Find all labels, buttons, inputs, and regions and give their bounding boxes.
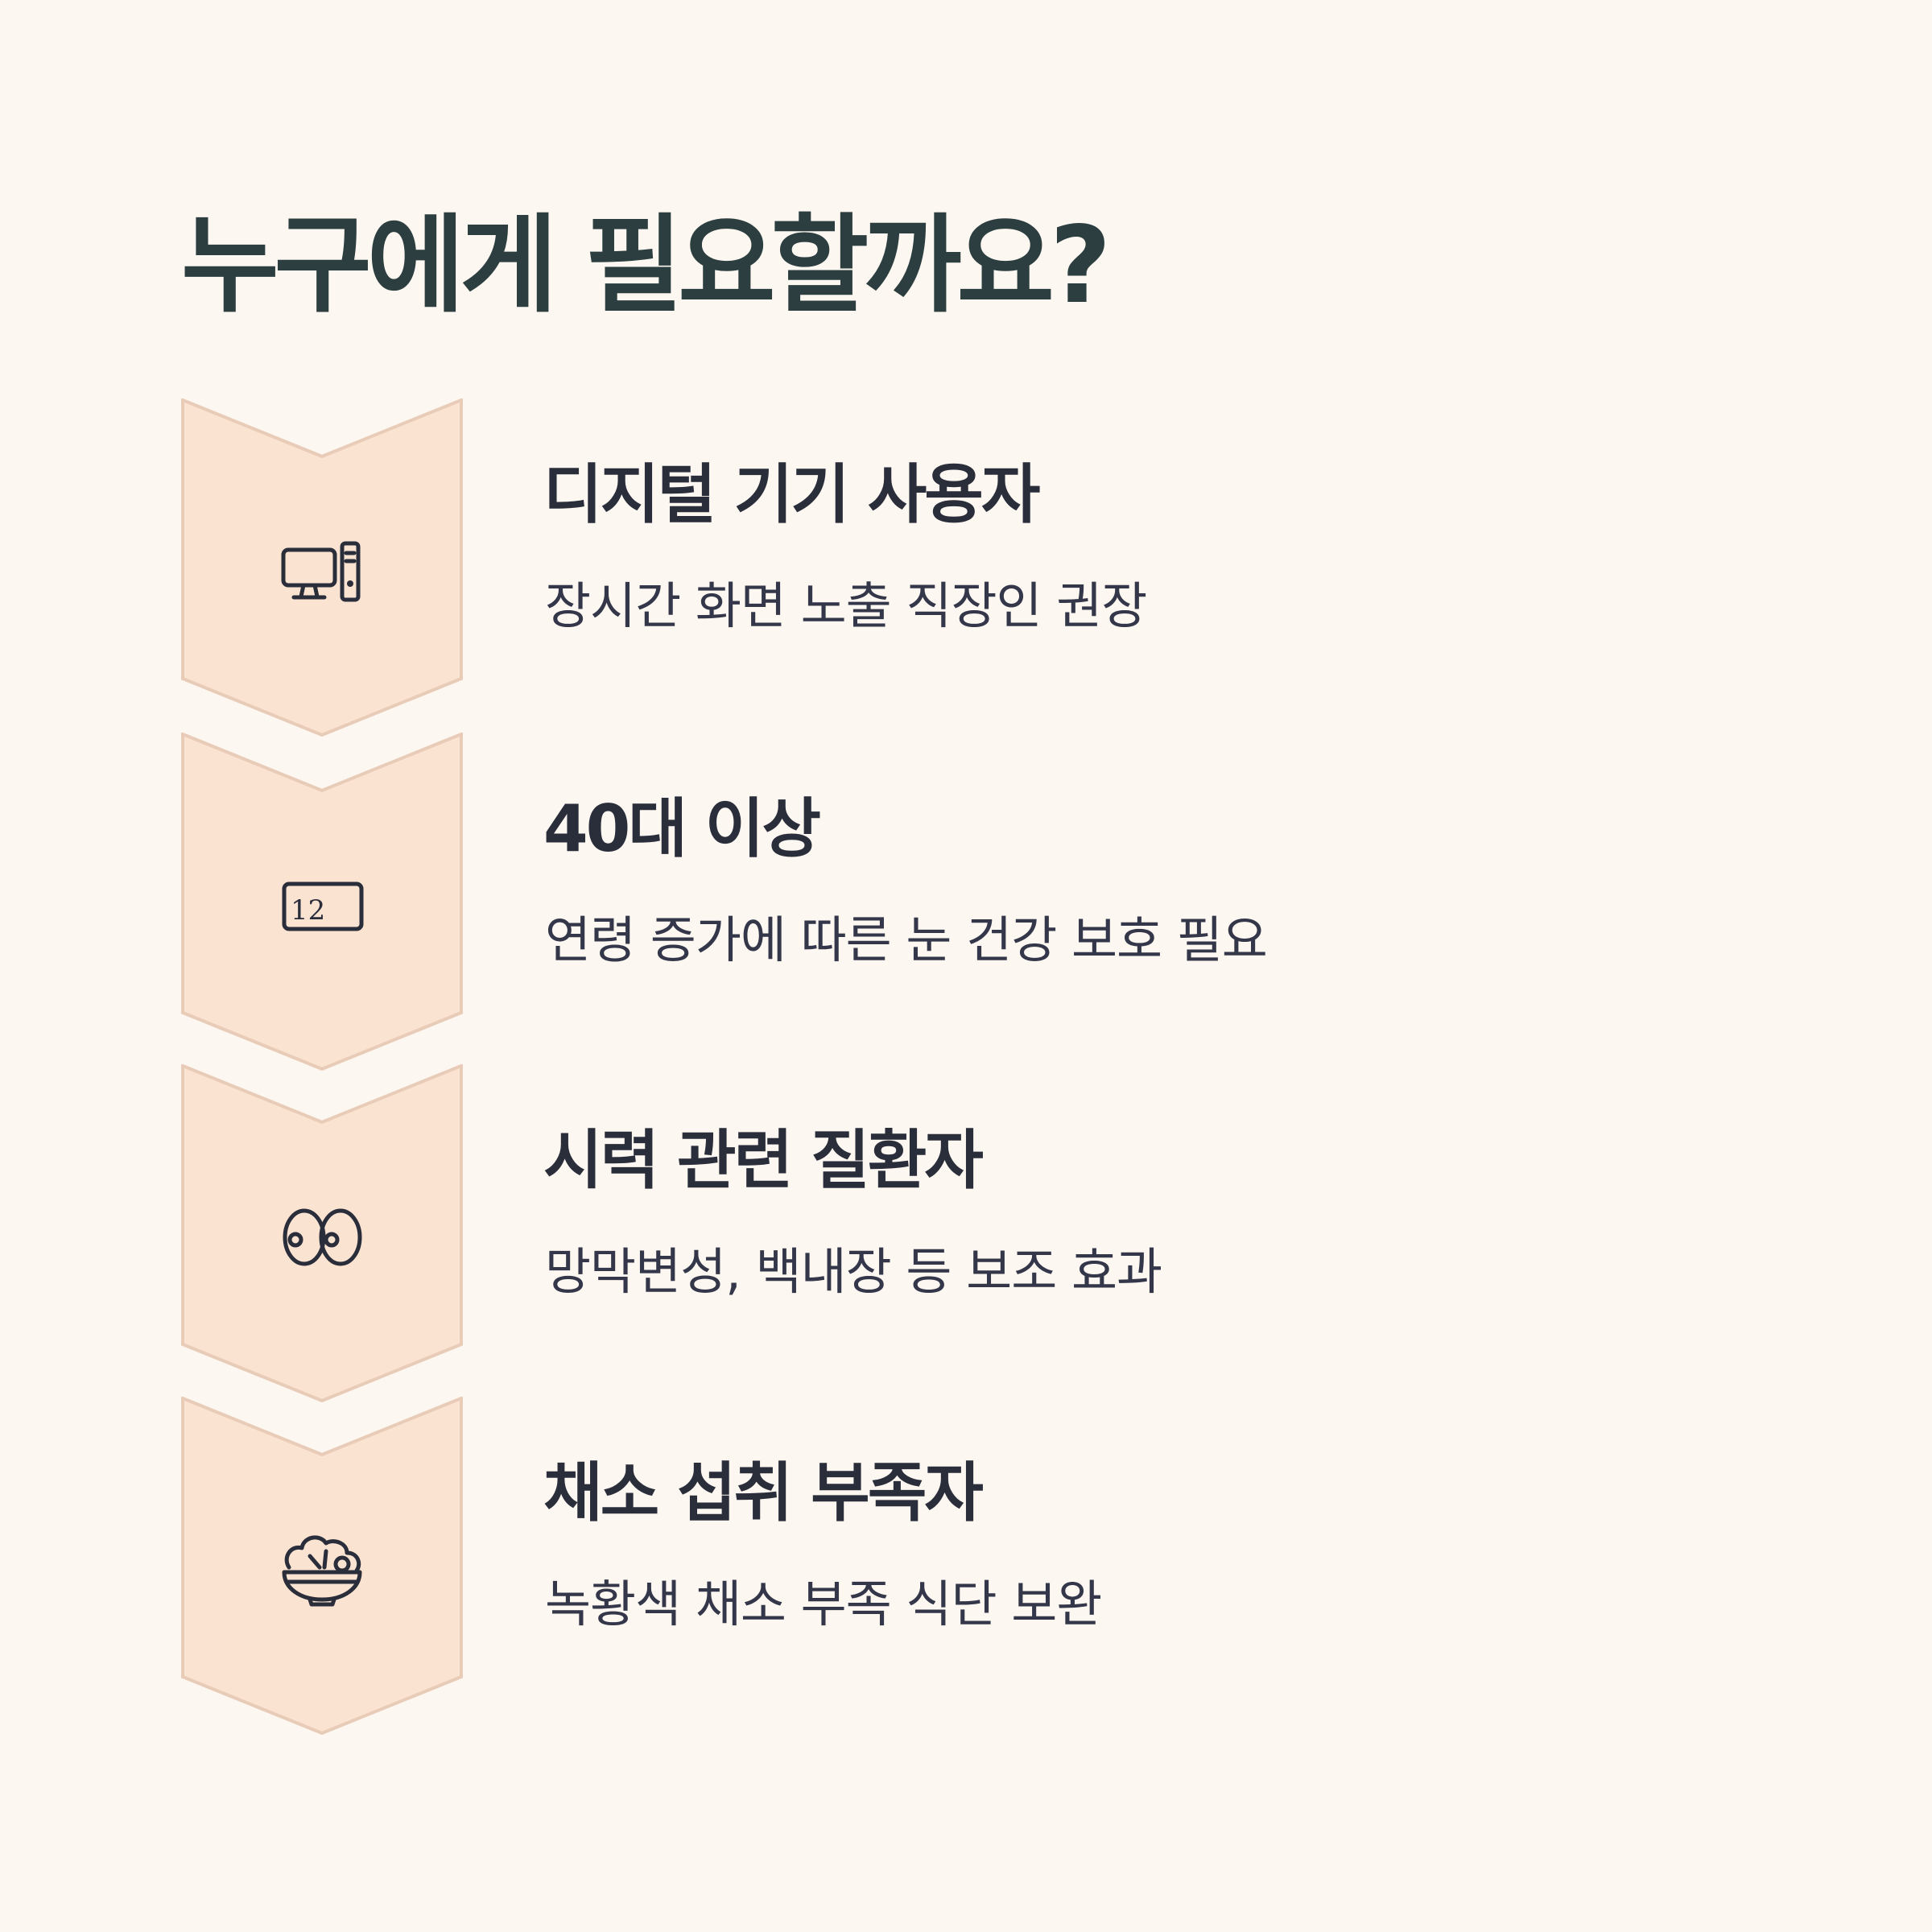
item-description: 망막변성, 백내장 등 보조 효과	[545, 1242, 1162, 1301]
item-description: 장시간 화면 노출 직장인 권장	[545, 576, 1147, 635]
item-description: 연령 증가에 따른 눈 건강 보호 필요	[545, 910, 1268, 969]
salad-bowl-icon	[282, 1535, 362, 1607]
item-description: 녹황색 채소 부족 식단 보완	[545, 1575, 1102, 1633]
item-title: 40대 이상	[543, 791, 821, 866]
page-title: 누구에게 필요할까요?	[181, 204, 1111, 328]
item-title: 디지털 기기 사용자	[543, 457, 1041, 532]
desktop-computer-icon	[281, 541, 361, 602]
list-item-age-40-plus: 12 40대 이상 연령 증가에 따른 눈 건강 보호 필요	[181, 733, 1711, 1071]
item-title: 채소 섭취 부족자	[543, 1455, 984, 1530]
list-item-digital-device-users: 디지털 기기 사용자 장시간 화면 노출 직장인 권장	[181, 398, 1711, 737]
chevron-shape	[181, 733, 463, 1071]
age-card-label: 12	[291, 894, 325, 927]
list-item-vision-disease-patients: 시력 관련 질환자 망막변성, 백내장 등 보조 효과	[181, 1064, 1711, 1402]
list-item-vegetable-deficiency: 채소 섭취 부족자 녹황색 채소 부족 식단 보완	[181, 1397, 1711, 1735]
chevron-shape	[181, 1397, 463, 1735]
chevron-shape	[181, 398, 463, 737]
eyes-icon	[283, 1208, 362, 1266]
age-card-icon: 12	[282, 881, 364, 931]
item-title: 시력 관련 질환자	[543, 1123, 984, 1198]
